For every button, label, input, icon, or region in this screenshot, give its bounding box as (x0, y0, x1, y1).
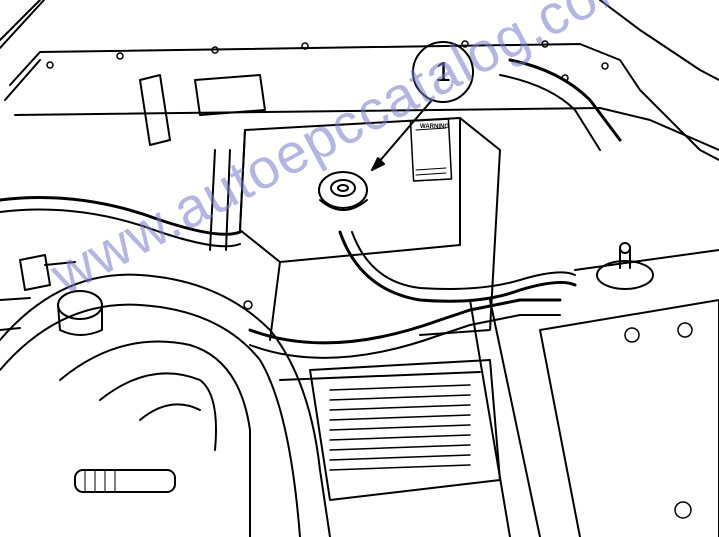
hose-top-right (508, 58, 622, 142)
hose-lower (248, 298, 562, 345)
callout-leader (371, 99, 433, 171)
warning-label-title: WARNING (420, 124, 449, 130)
coolant-reservoir (239, 117, 461, 263)
hose-upper-left (0, 196, 242, 236)
air-filter-cap (57, 290, 103, 320)
callout-number: 1 (435, 56, 451, 87)
electrical-connector (19, 254, 76, 291)
air-intake-duct (0, 273, 331, 537)
warning-label (409, 118, 453, 182)
battery-cap (596, 260, 654, 290)
bolt-2 (677, 322, 693, 338)
bolt-3 (674, 501, 692, 519)
frame-rail (279, 299, 541, 537)
hose-clamp (74, 469, 176, 493)
top-cowl (9, 43, 719, 161)
bolt-1 (624, 327, 640, 343)
cowl-lower (4, 59, 719, 151)
hose-vertical (209, 149, 231, 251)
hood-panel (0, 0, 719, 81)
battery-box (539, 249, 719, 537)
callout-circle (412, 41, 474, 103)
reservoir-cap (318, 171, 368, 209)
hose-overflow (338, 230, 577, 303)
